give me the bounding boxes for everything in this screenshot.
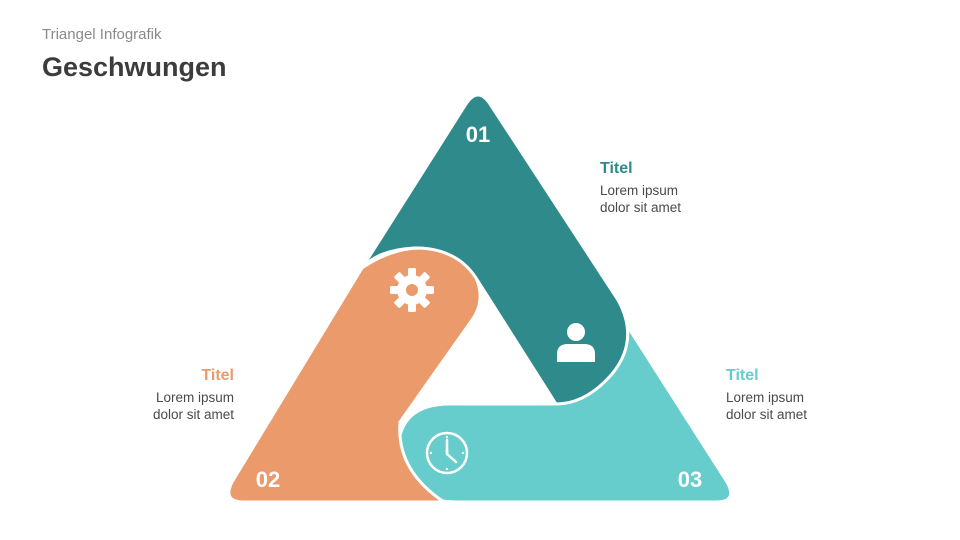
user-icon [557, 323, 595, 362]
label-top-right-title: Titel [600, 160, 633, 177]
label-top-right-line1: Lorem ipsum [600, 183, 679, 198]
label-left: Titel Lorem ipsum dolor sit amet [74, 367, 234, 423]
slide-title: Geschwungen [42, 52, 227, 82]
label-left-title: Titel [201, 367, 234, 384]
segment-number-03: 03 [678, 467, 702, 492]
clock-icon [425, 431, 469, 475]
label-bottom-right: Titel Lorem ipsum dolor sit amet [726, 367, 886, 423]
segment-number-02: 02 [256, 467, 280, 492]
segment-02 [227, 246, 482, 504]
label-left-line2: dolor sit amet [152, 407, 234, 422]
gear-icon [390, 268, 434, 312]
label-bottom-right-title: Titel [726, 367, 759, 384]
slide-subtitle: Triangel Infografik [42, 26, 162, 43]
segment-number-01: 01 [466, 122, 490, 147]
label-top-right-line2: dolor sit amet [600, 200, 682, 215]
label-bottom-right-line1: Lorem ipsum [726, 390, 805, 405]
label-left-line1: Lorem ipsum [155, 390, 234, 405]
label-top-right: Titel Lorem ipsum dolor sit amet [600, 160, 760, 216]
label-bottom-right-line2: dolor sit amet [726, 407, 808, 422]
